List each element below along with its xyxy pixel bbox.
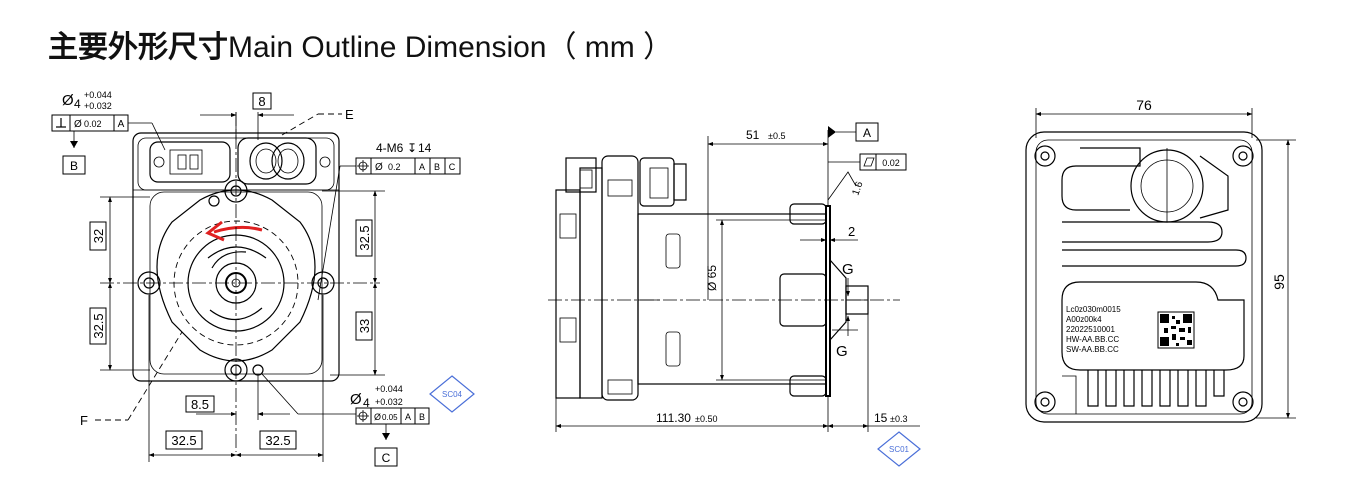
label-g-bottom: G (836, 343, 848, 360)
thread-position-tol: 0.2 (388, 162, 401, 172)
svg-text:Ø: Ø (375, 162, 383, 173)
dim-2: 2 (848, 224, 855, 239)
connector-right (237, 137, 317, 185)
title-chinese: 主要外形尺寸 (48, 30, 228, 65)
sc04-badge (429, 375, 475, 413)
locating-pin-top (208, 195, 220, 207)
dim-76: 76 (1136, 97, 1152, 113)
label-line-3: 22022510001 (1066, 325, 1115, 334)
dim-32-5-right: 32.5 (357, 225, 372, 250)
svg-text:Ø: Ø (62, 92, 74, 109)
label-f: F (80, 413, 88, 428)
svg-text:C: C (449, 162, 456, 172)
side-connector-top (639, 157, 675, 207)
sc01-badge (877, 431, 921, 467)
datum-c: C (382, 451, 391, 465)
roughness-value: 1.6 (850, 180, 865, 197)
label-line-5: SW-AA.BB.CC (1066, 345, 1119, 354)
title-english: Main Outline Dimension（ mm ） (228, 31, 674, 64)
qr-code (1157, 311, 1195, 349)
rotation-arrow (213, 225, 263, 234)
sc01-label: SC01 (889, 445, 910, 454)
rear-hole-top-left (1034, 145, 1056, 167)
pin-top-tol-upper: +0.044 (84, 90, 112, 100)
rear-hole-bottom-left (1034, 391, 1056, 413)
svg-text:Ø: Ø (374, 412, 381, 422)
pin-bottom-tol-lower: +0.032 (375, 397, 403, 407)
dim-32-5-bottom-right: 32.5 (265, 433, 290, 448)
page-title: 主要外形尺寸Main Outline Dimension（ mm ） (48, 28, 673, 68)
dia-65: Ø 65 (705, 265, 719, 291)
dim-32: 32 (91, 229, 106, 243)
label-line-1: Lc0z030m0015 (1066, 305, 1121, 314)
connector-left (149, 141, 231, 183)
pin-bottom-tol-upper: +0.044 (375, 384, 403, 394)
dim-32-5-left: 32.5 (91, 313, 106, 338)
label-g-top: G (842, 261, 854, 278)
svg-text:B: B (434, 162, 440, 172)
dim-51: 51 (746, 128, 760, 142)
motor-flange (156, 189, 316, 362)
rear-cooling-fins (1062, 370, 1225, 414)
side-connector-stack (555, 189, 581, 399)
dim-8: 8 (258, 94, 265, 109)
dim-51-tol: ±0.5 (768, 131, 785, 141)
rear-body-outline (1025, 131, 1263, 423)
svg-text:Ø: Ø (74, 119, 82, 130)
dim-8-5: 8.5 (191, 397, 209, 412)
dim-15: 15 (874, 411, 888, 425)
label-line-4: HW-AA.BB.CC (1066, 335, 1119, 344)
datum-a: A (863, 126, 871, 140)
svg-text:↧: ↧ (407, 141, 417, 155)
dim-111-30: 111.30 (656, 411, 691, 425)
svg-text:A: A (419, 162, 425, 172)
flatness-value: 0.02 (882, 158, 900, 168)
rear-hole-bottom-right (1232, 391, 1254, 413)
rear-hole-top-right (1232, 145, 1254, 167)
svg-text:Ø: Ø (350, 391, 362, 408)
thread-depth: 14 (418, 141, 432, 155)
sc04-label: SC04 (442, 390, 463, 399)
locating-pin-bottom (252, 364, 264, 376)
side-controller-housing (601, 155, 639, 401)
side-view: 51 ±0.5 A 0.02 1.6 2 Ø 65 G G (548, 122, 921, 467)
pin-bottom-position-tol: 0.05 (382, 413, 398, 422)
label-e: E (345, 107, 354, 122)
svg-text:A: A (118, 119, 125, 130)
pin-top-size: 4 (74, 97, 81, 111)
front-view: 8 E Ø 4 +0.044 +0.032 Ø 0.02 A B 4-M6 ↧ … (51, 90, 475, 467)
dim-15-tol: ±0.3 (890, 414, 907, 424)
dim-95: 95 (1271, 274, 1287, 290)
pin-top-tol-lower: +0.032 (84, 101, 112, 111)
rear-view: Lc0z030m0015 A00z00k4 22022510001 HW-AA.… (1025, 97, 1296, 423)
rear-label-plate (1061, 281, 1245, 371)
dim-111-30-tol: ±0.50 (695, 414, 717, 424)
dim-33: 33 (357, 319, 372, 333)
svg-text:B: B (419, 412, 425, 422)
svg-text:A: A (405, 412, 411, 422)
side-flange-face (825, 205, 831, 397)
thread-note: 4-M6 (376, 141, 404, 155)
label-line-2: A00z00k4 (1066, 315, 1102, 324)
mount-hole-top (224, 179, 248, 203)
dim-32-5-bottom-left: 32.5 (171, 433, 196, 448)
side-stud-bottom (789, 375, 827, 397)
perp-tolerance: 0.02 (84, 119, 102, 129)
datum-b: B (70, 159, 78, 173)
pin-bottom-size: 4 (363, 396, 370, 410)
